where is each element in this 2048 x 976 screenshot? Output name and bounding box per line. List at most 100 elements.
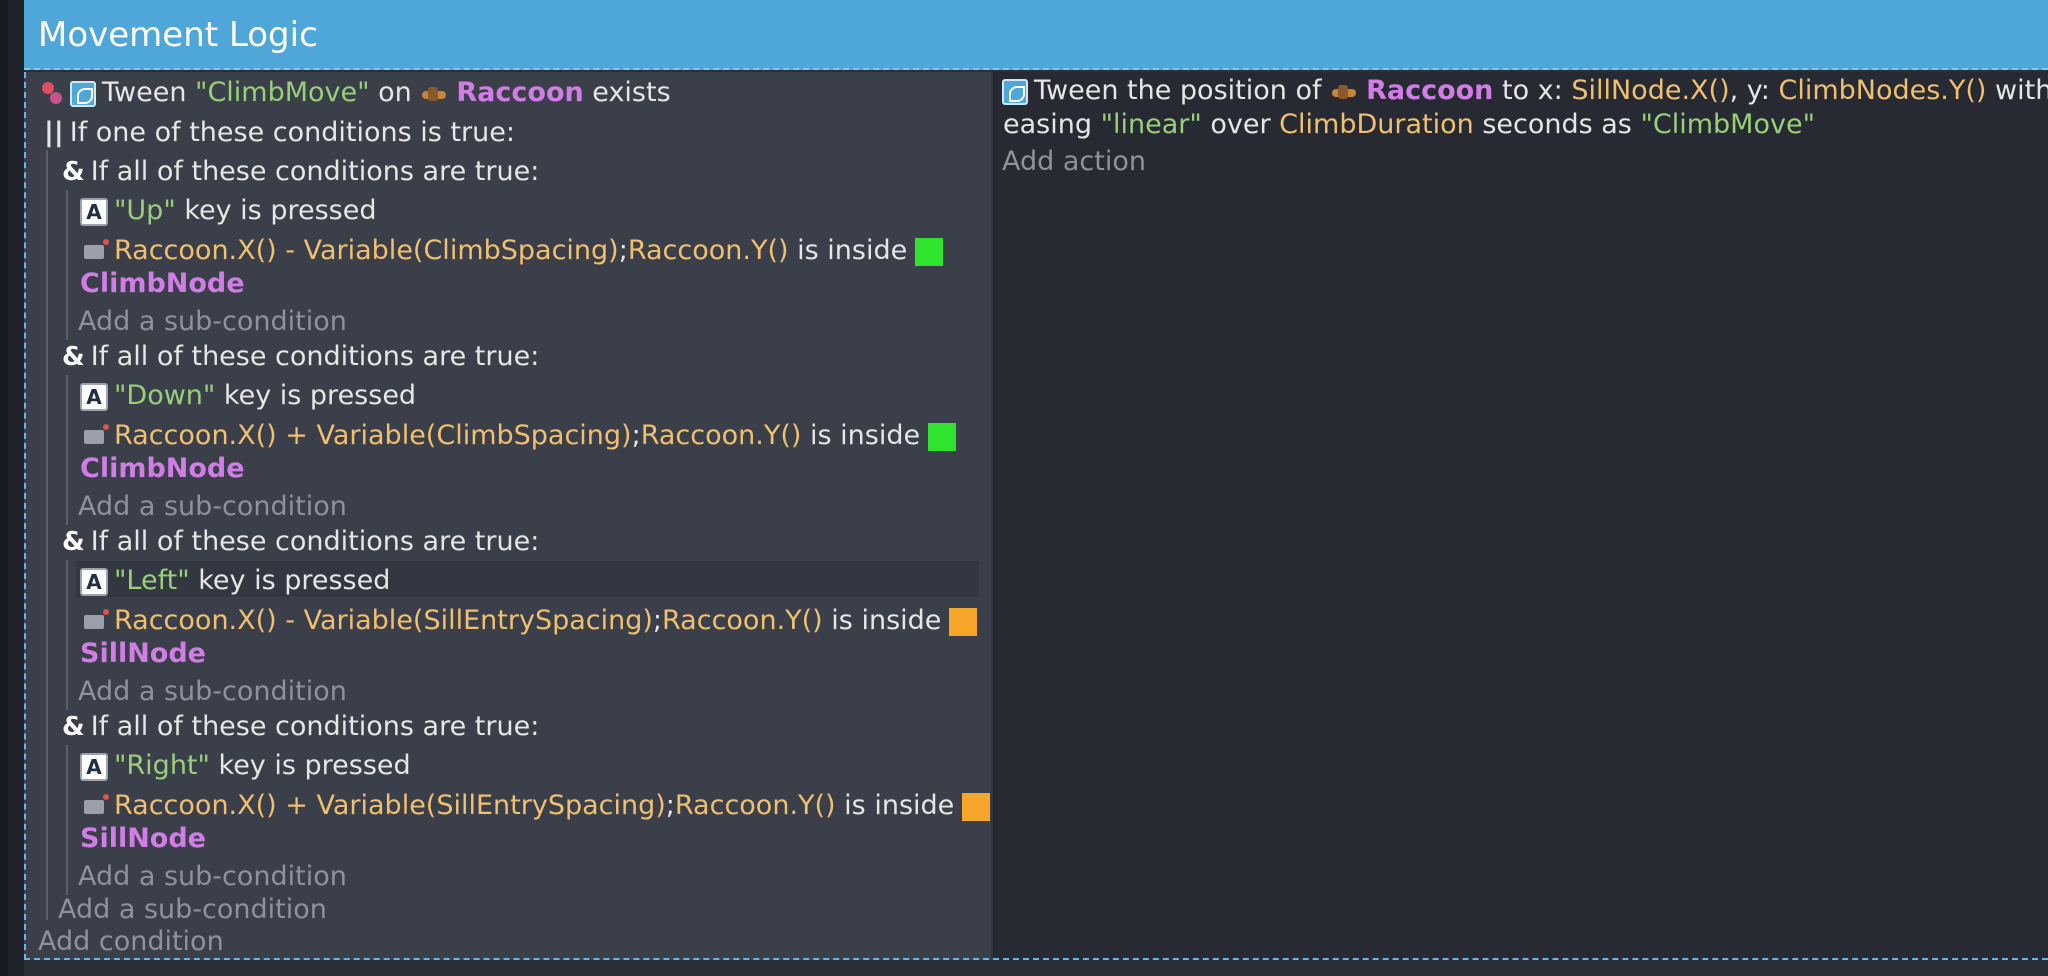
gutter-line — [0, 0, 8, 976]
position-icon — [84, 793, 109, 814]
key-name: "Left" — [114, 565, 190, 596]
and-icon: & — [62, 342, 85, 372]
separator: ; — [665, 790, 675, 821]
event-separator — [24, 958, 2048, 960]
or-label: If one of these conditions is true: — [69, 117, 515, 148]
key-condition-left[interactable]: A"Left" key is pressed — [80, 564, 390, 598]
inside-condition-2[interactable]: Raccoon.X() + Variable(ClimbSpacing);Rac… — [84, 419, 957, 453]
text: key is pressed — [189, 565, 391, 596]
text: on — [369, 77, 421, 108]
climbnode-swatch — [928, 422, 957, 451]
node-name-1: ClimbNode — [80, 268, 245, 299]
actions-pane[interactable] — [991, 72, 2048, 960]
and-condition-1[interactable]: &If all of these conditions are true: — [62, 155, 539, 189]
expression: Raccoon.Y() — [674, 790, 836, 821]
text: is inside — [788, 235, 908, 266]
text: Tween — [102, 77, 196, 108]
expression: Raccoon.X() - Variable(ClimbSpacing) — [114, 235, 619, 266]
and-tree-line-4 — [66, 745, 68, 895]
and-condition-2[interactable]: &If all of these conditions are true: — [62, 340, 539, 374]
and-label: If all of these conditions are true: — [90, 341, 540, 372]
action-tween-position-cont[interactable]: easing "linear" over ClimbDuration secon… — [1003, 108, 1815, 142]
expression: Raccoon.Y() — [662, 605, 823, 636]
expression: Raccoon.X() + Variable(ClimbSpacing) — [114, 420, 632, 451]
and-icon: & — [62, 712, 85, 742]
and-label: If all of these conditions are true: — [90, 526, 540, 557]
event-gutter — [0, 0, 24, 976]
text: is inside — [835, 790, 955, 821]
inside-condition-4[interactable]: Raccoon.X() + Variable(SillEntrySpacing)… — [84, 789, 991, 823]
and-tree-line-2 — [66, 375, 68, 525]
add-sub-condition-4[interactable]: Add a sub-condition — [78, 861, 347, 892]
text: seconds as — [1473, 109, 1641, 140]
text: easing — [1003, 109, 1101, 140]
separator: ; — [652, 605, 663, 636]
text: , y: — [1729, 75, 1779, 106]
condition-tween-exists[interactable]: Tween "ClimbMove" on Raccoon exists — [40, 76, 671, 110]
text: to x: — [1493, 75, 1572, 106]
and-icon: & — [62, 157, 85, 187]
position-icon — [84, 238, 109, 259]
action-tween-position[interactable]: Tween the position of Raccoon to x: Sill… — [1002, 74, 2048, 108]
add-action-button[interactable]: Add action — [1002, 146, 1146, 177]
easing-value: "linear" — [1100, 109, 1202, 140]
node-name-3: SillNode — [80, 638, 206, 669]
sillnode-swatch — [962, 792, 991, 821]
position-icon — [84, 423, 109, 444]
separator: ; — [631, 420, 641, 451]
hover-highlight — [76, 561, 979, 597]
add-sub-condition-2[interactable]: Add a sub-condition — [78, 491, 347, 522]
key-condition-right[interactable]: A"Right" key is pressed — [80, 749, 411, 783]
or-condition[interactable]: ||If one of these conditions is true: — [44, 116, 515, 150]
and-tree-line-3 — [66, 560, 68, 710]
inside-condition-1[interactable]: Raccoon.X() - Variable(ClimbSpacing);Rac… — [84, 234, 944, 268]
node-name-2: ClimbNode — [80, 453, 245, 484]
add-sub-condition-3[interactable]: Add a sub-condition — [78, 676, 347, 707]
condition-icon — [40, 80, 64, 108]
expression: Raccoon.Y() — [640, 420, 802, 451]
expression: Raccoon.Y() — [627, 235, 789, 266]
conditions-pane[interactable] — [24, 72, 991, 960]
key-condition-down[interactable]: A"Down" key is pressed — [80, 379, 416, 413]
key-name: "Right" — [114, 750, 210, 781]
x-expression: SillNode.X() — [1571, 75, 1730, 106]
duration-expression: ClimbDuration — [1279, 109, 1474, 140]
keyboard-icon: A — [80, 567, 108, 596]
and-condition-3[interactable]: &If all of these conditions are true: — [62, 525, 539, 559]
keyboard-icon: A — [80, 752, 108, 781]
group-header[interactable]: Movement Logic — [24, 0, 2048, 70]
and-condition-4[interactable]: &If all of these conditions are true: — [62, 710, 539, 744]
key-name: "Up" — [114, 195, 176, 226]
node-name-4: SillNode — [80, 823, 206, 854]
add-sub-condition-outer[interactable]: Add a sub-condition — [58, 894, 327, 925]
text: over — [1201, 109, 1280, 140]
group-title: Movement Logic — [38, 15, 318, 55]
position-icon — [84, 608, 109, 629]
sillnode-swatch — [949, 607, 978, 636]
tween-icon — [1002, 78, 1028, 105]
keyboard-icon: A — [80, 197, 108, 226]
text: is inside — [822, 605, 942, 636]
expression: Raccoon.X() + Variable(SillEntrySpacing) — [114, 790, 666, 821]
add-condition-button[interactable]: Add condition — [38, 926, 224, 957]
text: key is pressed — [175, 195, 377, 226]
key-condition-up[interactable]: A"Up" key is pressed — [80, 194, 376, 228]
text: key is pressed — [209, 750, 411, 781]
inside-condition-3[interactable]: Raccoon.X() - Variable(SillEntrySpacing)… — [84, 604, 978, 638]
text: exists — [583, 77, 671, 108]
text: with — [1986, 75, 2048, 106]
and-label: If all of these conditions are true: — [90, 711, 540, 742]
separator: ; — [618, 235, 628, 266]
text: key is pressed — [215, 380, 417, 411]
or-tree-line — [46, 150, 48, 920]
and-label: If all of these conditions are true: — [90, 156, 540, 187]
object-name: Raccoon — [1366, 75, 1494, 106]
keyboard-icon: A — [80, 382, 108, 411]
and-icon: & — [62, 527, 85, 557]
add-sub-condition-1[interactable]: Add a sub-condition — [78, 306, 347, 337]
text: is inside — [801, 420, 921, 451]
raccoon-icon — [420, 85, 450, 103]
object-name: Raccoon — [456, 77, 584, 108]
y-expression: ClimbNodes.Y() — [1778, 75, 1987, 106]
text: Tween the position of — [1034, 75, 1331, 106]
